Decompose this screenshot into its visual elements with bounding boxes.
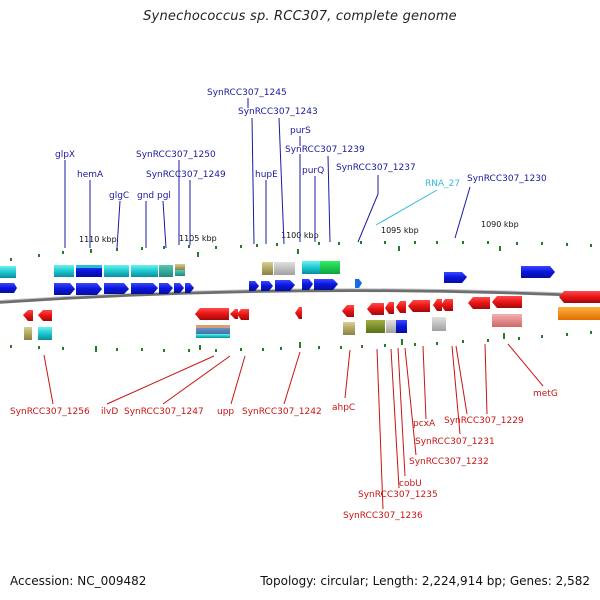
gene-arrow-SynRCC307_1245[interactable] (249, 281, 259, 291)
gene-label-ilvD[interactable]: ilvD (101, 407, 118, 417)
gene-label-SynRCC307_1235[interactable]: SynRCC307_1235 (358, 490, 438, 500)
gene-arrow-ilvD[interactable] (195, 308, 229, 320)
gene-label-SynRCC307_1245[interactable]: SynRCC307_1245 (207, 88, 287, 98)
gene-arrow-SynRCC307_1243[interactable] (275, 280, 295, 291)
cog-bar-cobU[interactable] (396, 320, 407, 333)
gene-label-SynRCC307_1249[interactable]: SynRCC307_1249 (146, 170, 226, 180)
scale-label-1095: 1095 kbp (381, 226, 419, 235)
cog-bar-SynRCC307_1235[interactable] (386, 320, 396, 333)
gene-label-ahpC[interactable]: ahpC (332, 403, 355, 413)
map-title: Synechococcus sp. RCC307, complete genom… (143, 9, 457, 24)
gene-label-pgl[interactable]: pgl (157, 191, 171, 201)
gene-arrow-SynRCC307_1249[interactable] (185, 283, 194, 293)
gene-label-SynRCC307_1232[interactable]: SynRCC307_1232 (409, 457, 489, 467)
gene-label-SynRCC307_1239[interactable]: SynRCC307_1239 (285, 145, 365, 155)
gene-arrow-SynRCC307_1256[interactable] (38, 310, 52, 321)
cog-bar-glpX[interactable] (54, 265, 74, 277)
gene-arrow-edge-left-rev[interactable] (23, 310, 33, 321)
cog-bar-pcxA[interactable] (432, 317, 446, 331)
gene-arrow-fwd-right[interactable] (521, 266, 555, 278)
bottom-leader-lines (43, 343, 544, 510)
gene-arrow-SynRCC307_1231[interactable] (441, 299, 453, 311)
gene-arrow-gnd[interactable] (131, 283, 158, 294)
gene-arrow-glgC[interactable] (104, 283, 129, 294)
reverse-genes (23, 291, 600, 321)
gene-label-SynRCC307_1236[interactable]: SynRCC307_1236 (343, 511, 423, 521)
gene-arrow-pcxA[interactable] (433, 299, 442, 311)
cog-bar-edge-left[interactable] (24, 327, 32, 340)
gene-label-hupE[interactable]: hupE (255, 170, 278, 180)
rna-leader-line (375, 189, 438, 226)
gene-arrow-pgl[interactable] (159, 283, 173, 294)
cog-bar-metG[interactable] (492, 314, 522, 327)
gene-label-metG[interactable]: metG (533, 389, 558, 399)
cog-bar-SynRCC307_1256[interactable] (38, 327, 52, 340)
cog-bar-rev-right[interactable] (558, 307, 600, 320)
gene-arrow-purQ[interactable] (314, 279, 338, 290)
gene-arrow-SynRCC307_1236[interactable] (367, 303, 384, 315)
gene-arrow-SynRCC307_1230[interactable] (444, 272, 467, 283)
gene-arrow-SynRCC307_1247[interactable] (230, 309, 238, 319)
gene-label-SynRCC307_1230[interactable]: SynRCC307_1230 (467, 174, 547, 184)
gene-label-glgC[interactable]: glgC (109, 191, 129, 201)
scale-label-1110: 1110 kbp (79, 235, 117, 244)
scale-label-1090: 1090 kbp (481, 220, 519, 229)
gene-arrow-glpX[interactable] (54, 283, 75, 295)
gene-arrow-rev-right[interactable] (559, 291, 600, 303)
gene-label-RNA_27[interactable]: RNA_27 (425, 179, 460, 189)
genome-summary-text: Topology: circular; Length: 2,224,914 bp… (260, 574, 590, 588)
gene-label-gnd[interactable]: gnd (137, 191, 154, 201)
gene-label-hemA[interactable]: hemA (77, 170, 104, 180)
gene-label-SynRCC307_1242[interactable]: SynRCC307_1242 (242, 407, 322, 417)
cog-bar-ahpC[interactable] (343, 322, 355, 335)
cog-bar-SynRCC307_1243[interactable] (274, 262, 295, 275)
cog-bar-pgl[interactable] (159, 265, 173, 277)
gene-arrow-SynRCC307_1232[interactable] (408, 300, 430, 312)
gene-label-SynRCC307_1250[interactable]: SynRCC307_1250 (136, 150, 216, 160)
gene-label-SynRCC307_1231[interactable]: SynRCC307_1231 (415, 437, 495, 447)
gene-arrow-metG[interactable] (492, 296, 522, 308)
forward-annotations (0, 261, 340, 278)
gene-arrow-SynRCC307_1229[interactable] (468, 297, 490, 309)
gene-label-purS[interactable]: purS (290, 126, 311, 136)
gene-label-SynRCC307_1256[interactable]: SynRCC307_1256 (10, 407, 90, 417)
gene-label-SynRCC307_1247[interactable]: SynRCC307_1247 (124, 407, 204, 417)
bottom-ruler (10, 331, 592, 352)
gene-label-upp[interactable]: upp (217, 407, 234, 417)
gene-arrow-edge-left-fwd[interactable] (0, 283, 17, 293)
cog-bar-gnd[interactable] (131, 265, 158, 277)
genome-backbone (0, 288, 600, 304)
gene-arrow-SynRCC307_1237[interactable] (355, 279, 362, 288)
accession-text: Accession: NC_009482 (10, 574, 147, 588)
gene-label-SynRCC307_1243[interactable]: SynRCC307_1243 (238, 107, 318, 117)
top-ruler (10, 241, 592, 261)
gene-label-pcxA[interactable]: pcxA (413, 419, 436, 429)
gene-label-SynRCC307_1229[interactable]: SynRCC307_1229 (444, 416, 524, 426)
gene-arrow-upp[interactable] (237, 309, 249, 320)
gene-label-SynRCC307_1237[interactable]: SynRCC307_1237 (336, 163, 416, 173)
gene-label-purQ[interactable]: purQ (302, 166, 324, 176)
cog-bar-glgC[interactable] (104, 265, 129, 277)
cog-bar-purQ[interactable] (320, 261, 340, 274)
gene-arrow-SynRCC307_1250[interactable] (174, 283, 184, 293)
scale-label-1105: 1105 kbp (179, 234, 217, 243)
gene-arrow-hemA[interactable] (76, 283, 102, 295)
gene-label-glpX[interactable]: glpX (55, 150, 75, 160)
cog-bar-SynRCC307_1236[interactable] (366, 320, 385, 333)
cog-bar-SynRCC307_1250[interactable] (175, 264, 185, 270)
top-leader-lines (64, 98, 471, 249)
gene-arrow-SynRCC307_1235[interactable] (385, 302, 394, 314)
cog-bar-hupE[interactable] (262, 262, 273, 275)
reverse-annotations (24, 307, 600, 340)
forward-genes (0, 266, 555, 295)
gene-label-cobU[interactable]: cobU (399, 479, 422, 489)
gene-arrow-cobU[interactable] (396, 301, 406, 313)
gene-arrow-ahpC[interactable] (342, 305, 354, 317)
cog-bar-purS[interactable] (302, 261, 320, 274)
gene-arrow-purS[interactable] (302, 279, 313, 290)
gene-arrow-SynRCC307_1242[interactable] (295, 307, 302, 319)
gene-arrow-hupE[interactable] (261, 281, 273, 291)
